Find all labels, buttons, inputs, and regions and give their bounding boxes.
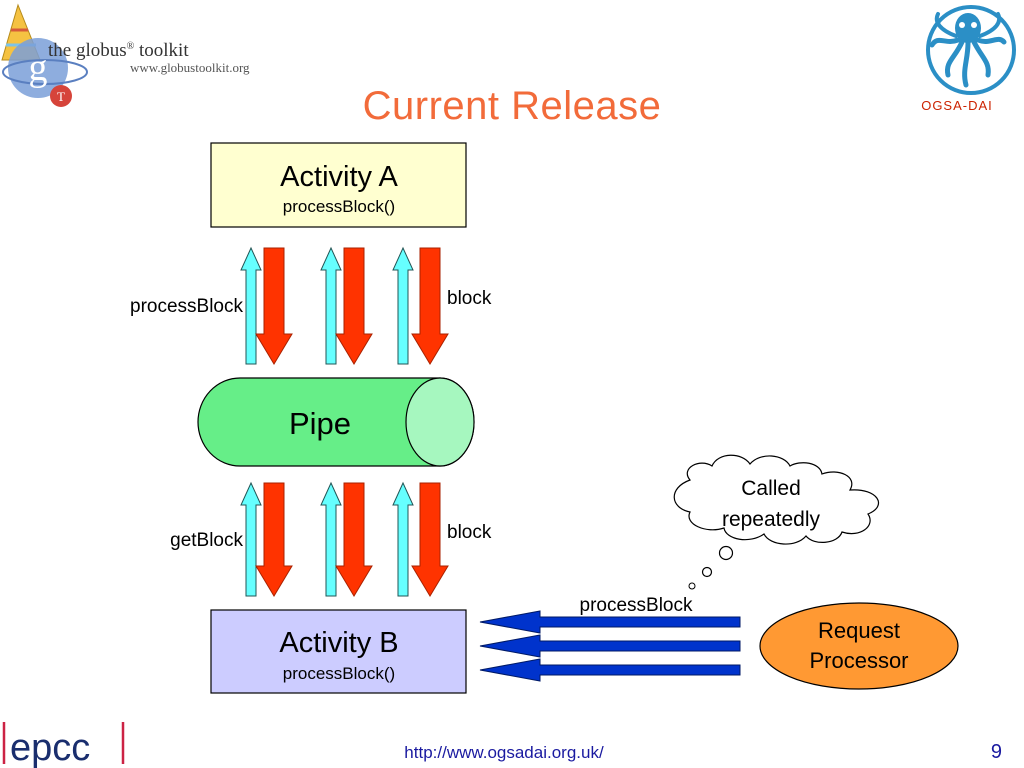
up-arrow xyxy=(392,481,414,597)
thought-line1: Called xyxy=(741,477,801,500)
pipe xyxy=(197,377,475,467)
request-processor-line1: Request xyxy=(818,618,900,643)
down-arrow xyxy=(255,247,293,365)
request-processor xyxy=(759,602,959,690)
processor-arrows xyxy=(479,610,741,682)
up-arrow xyxy=(320,481,342,597)
processor-arrow-label: processBlock xyxy=(580,595,693,616)
lower-arrows xyxy=(240,481,449,597)
page-number: 9 xyxy=(991,741,1002,763)
down-arrow xyxy=(335,482,373,597)
lower-right-label: block xyxy=(447,522,492,543)
globus-letter: g xyxy=(29,47,48,89)
slide-title: Current Release xyxy=(362,84,662,128)
down-arrow xyxy=(411,482,449,597)
activity-b-title: Activity B xyxy=(279,627,398,659)
left-arrow xyxy=(479,634,741,658)
ogsa-label: OGSA-DAI xyxy=(921,98,993,113)
left-arrow xyxy=(479,610,741,634)
request-processor-line2: Processor xyxy=(809,648,908,673)
lower-left-label: getBlock xyxy=(170,530,243,551)
up-arrow xyxy=(320,246,342,365)
globus-url: www.globustoolkit.org xyxy=(130,60,250,75)
octopus-icon xyxy=(926,5,1016,95)
epcc-logo-icon: epcc xyxy=(2,722,125,768)
down-arrow xyxy=(335,247,373,365)
activity-a-title: Activity A xyxy=(280,161,398,193)
down-arrow xyxy=(255,482,293,597)
epcc-label: epcc xyxy=(10,727,90,768)
activity-a-box xyxy=(210,142,467,228)
globus-name: the globus® toolkit xyxy=(48,40,189,61)
pipe-label: Pipe xyxy=(289,406,351,441)
left-arrow xyxy=(479,658,741,682)
activity-b-box xyxy=(210,609,467,694)
activity-a-method: processBlock() xyxy=(283,197,395,216)
up-arrow xyxy=(392,246,414,365)
globus-logo-icon: g T the globus® toolkit www.globustoolki… xyxy=(1,3,250,107)
activity-b-method: processBlock() xyxy=(283,664,395,683)
upper-left-label: processBlock xyxy=(130,296,243,317)
globus-badge: T xyxy=(57,89,65,104)
thought-line2: repeatedly xyxy=(722,508,821,531)
up-arrow xyxy=(240,246,262,365)
down-arrow xyxy=(411,247,449,365)
upper-arrows xyxy=(240,246,449,365)
footer-url[interactable]: http://www.ogsadai.org.uk/ xyxy=(404,743,604,762)
upper-right-label: block xyxy=(447,288,492,309)
up-arrow xyxy=(240,481,262,597)
thought-cloud-icon xyxy=(673,454,880,590)
